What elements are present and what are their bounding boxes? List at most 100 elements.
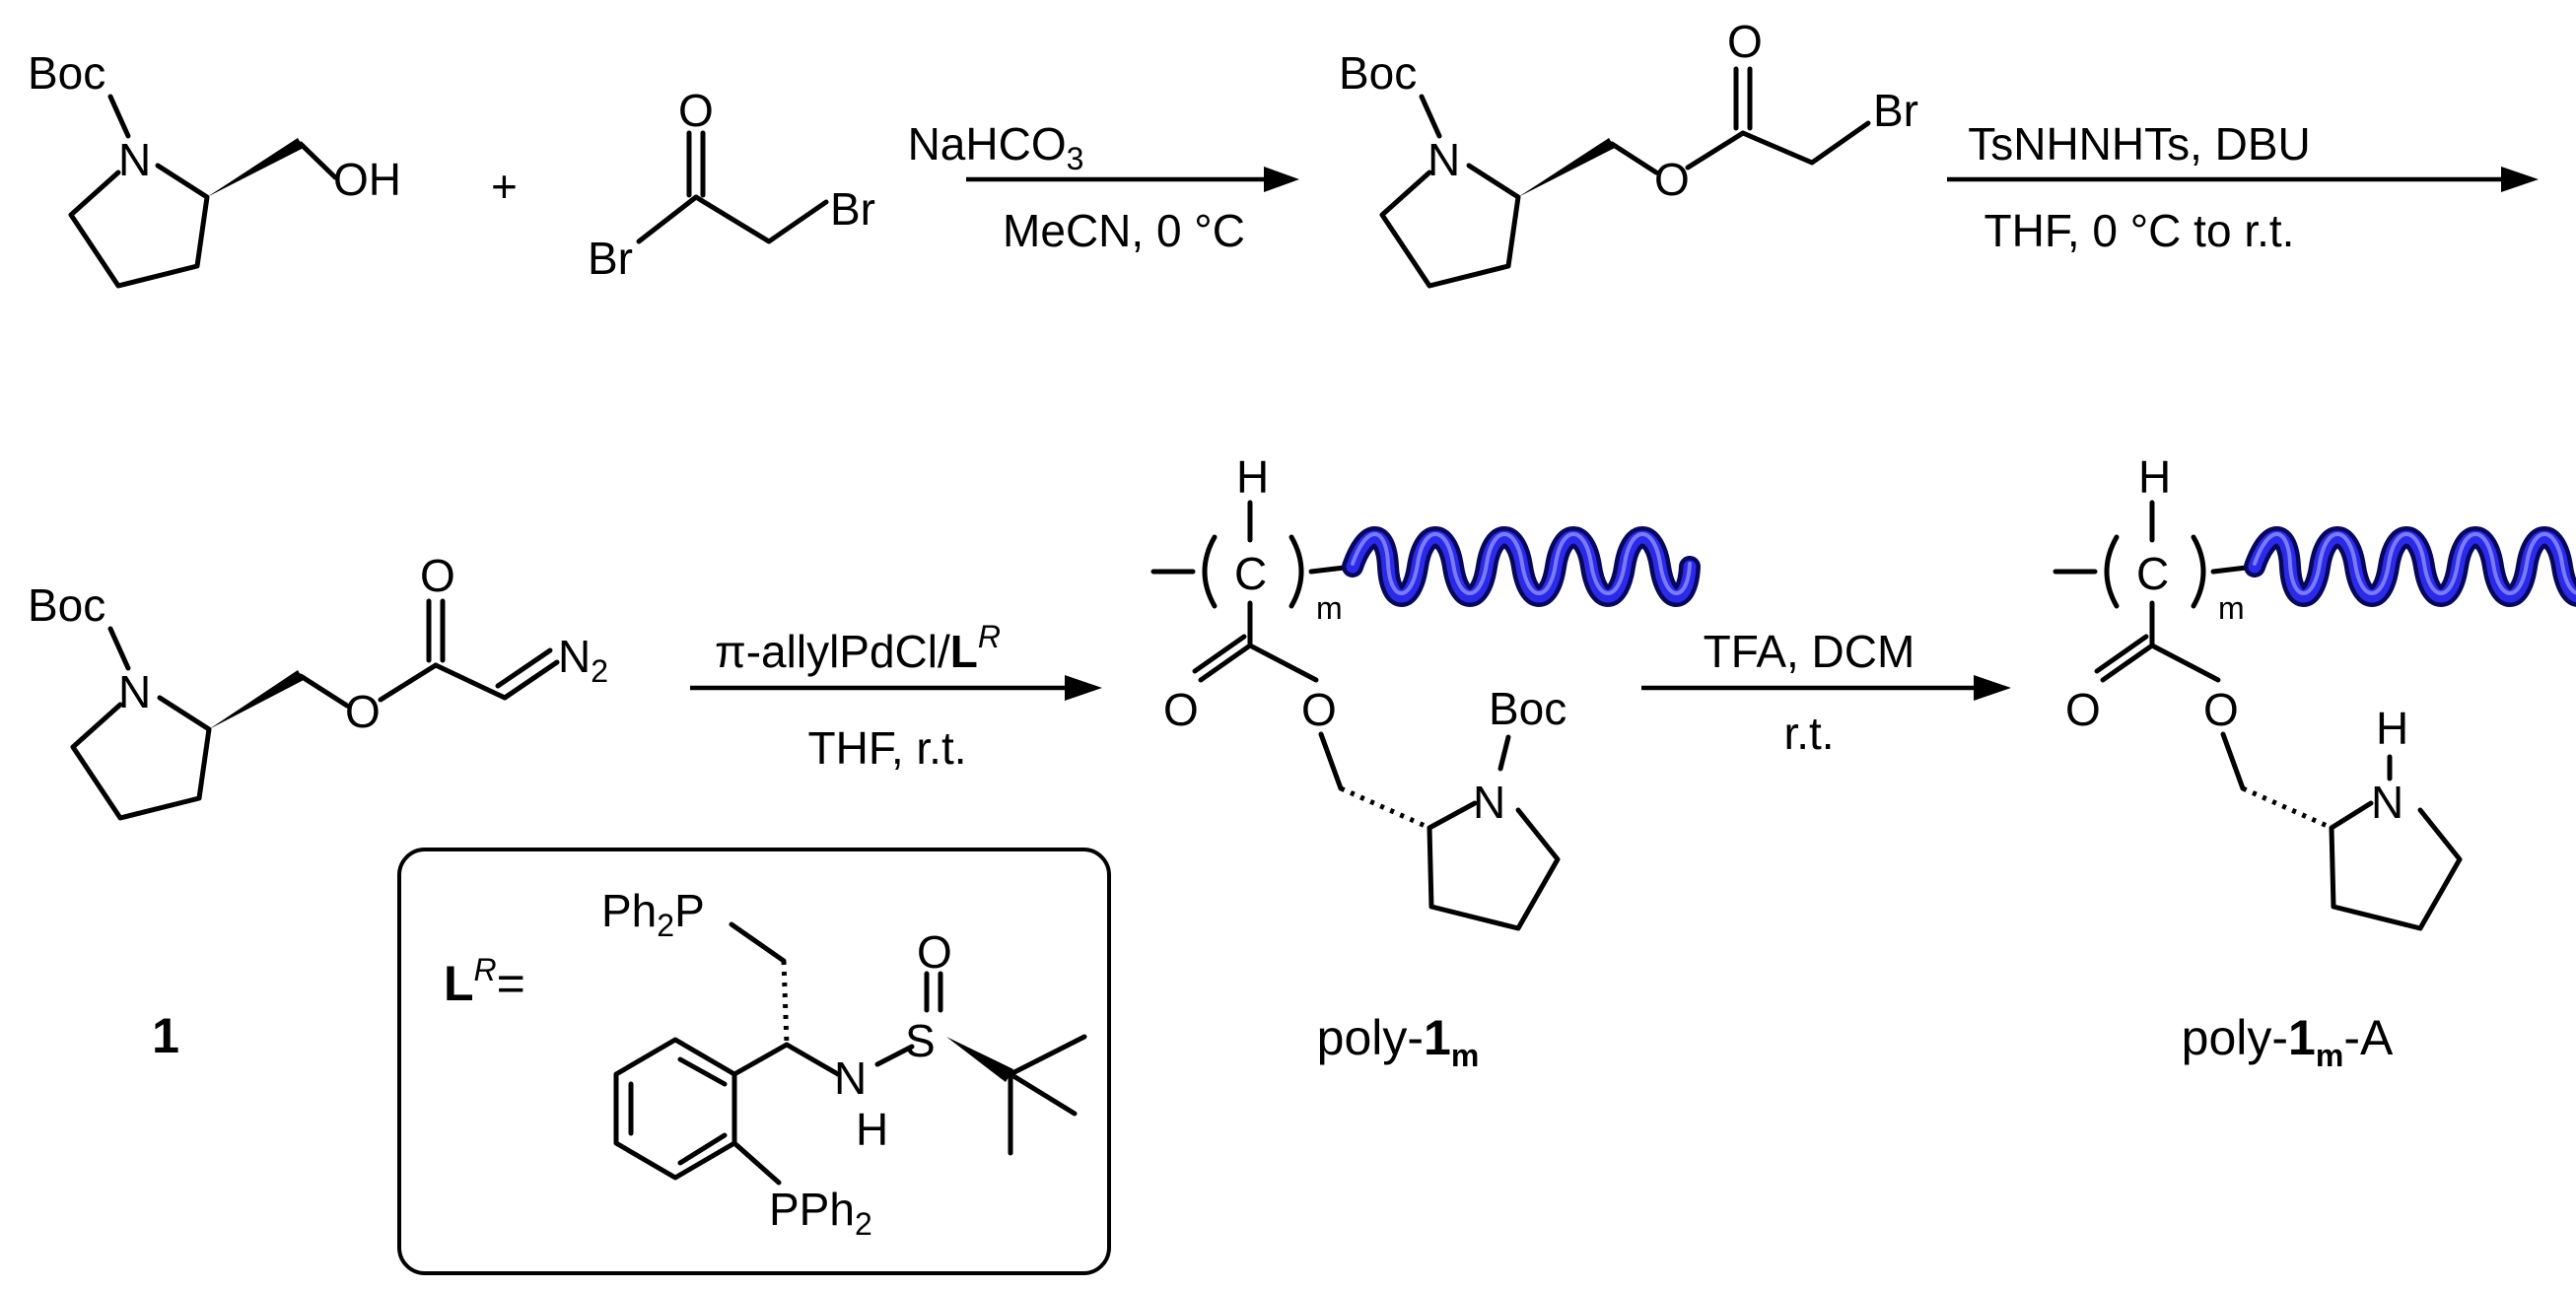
step4-reagent: TFA, DCM [1704, 626, 1915, 677]
s-tbu-wedge [946, 1037, 1013, 1082]
ring-p-bond [731, 1140, 782, 1186]
nitrogen-label: N [1427, 134, 1460, 185]
ligand-label: LR= [444, 952, 525, 1011]
o-ch2-bond [2220, 731, 2246, 791]
p-ch2-bond [729, 921, 787, 964]
bracket-left [1202, 534, 1218, 609]
pyrrolidine-ring [70, 695, 212, 821]
ligand-frame [397, 848, 1111, 1275]
step1-conditions: MeCN, 0 °C [1003, 205, 1245, 256]
pyrrolidine-ring [1379, 163, 1521, 289]
h-label: H [2138, 451, 2171, 503]
c-label: C [1234, 548, 1267, 599]
c-ch-bond [433, 662, 508, 701]
polymer-poly-1m: H C m O O N Boc [1150, 451, 1701, 931]
ch2-o-bond [298, 141, 338, 180]
boc-n-bond [1419, 94, 1442, 139]
arrow-step-4: TFA, DCM r.t. [1641, 626, 2011, 759]
c-o-double-bond [2094, 634, 2155, 683]
nh-h-label: H [2376, 703, 2408, 754]
step4-arrowhead [1974, 675, 2011, 701]
tert-butyl-bonds [1008, 1034, 1087, 1156]
subscript-m: m [2218, 590, 2245, 626]
step2-reagent: TsNHNHTs, DBU [1968, 118, 2311, 170]
boc-label: Boc [1339, 47, 1417, 99]
ch2-o-bond [298, 673, 350, 709]
sulfinyl-o-label: O [917, 926, 952, 978]
step1-reagent: NaHCO3 [908, 118, 1084, 176]
pyrrolidine-ring [2329, 800, 2463, 931]
nh-h-label: H [856, 1104, 888, 1155]
step1-arrowhead [1264, 167, 1299, 192]
o-c-bond [378, 662, 439, 703]
hashed-bond [2241, 785, 2333, 831]
step2-arrowhead [2501, 167, 2539, 192]
c-label: C [2136, 548, 2169, 599]
step3-conditions: THF, r.t. [808, 722, 967, 774]
benzene-inner-bonds [628, 1056, 728, 1166]
step3-catalyst: π-allylPdCl/LR [715, 619, 1001, 677]
hydroxyl-label: OH [333, 154, 401, 205]
carbonyl-o-label: O [678, 85, 714, 136]
diazo-compound-1: Boc N O O N2 [28, 550, 608, 821]
c-o-single-bond [1247, 643, 1319, 683]
ester-o-label: O [345, 686, 381, 737]
c-ch2-br-bond [1740, 120, 1871, 166]
h-label: H [1236, 451, 1269, 503]
br-label: Br [1873, 85, 1918, 136]
n2-label: N2 [558, 631, 608, 689]
boc-n-bond [107, 94, 131, 139]
hashed-bond [1339, 785, 1431, 831]
step2-conditions: THF, 0 °C to r.t. [1984, 205, 2295, 256]
s-o-double-bond [924, 971, 943, 1013]
carbonyl-o-label: O [1727, 16, 1763, 67]
nitrogen-label: N [118, 134, 151, 185]
carbonyl-o-label: O [1163, 684, 1199, 735]
pyrrolidine-ring [1427, 800, 1561, 931]
boc-label: Boc [28, 579, 105, 631]
bracket-left [2104, 534, 2120, 609]
plus-sign: + [491, 161, 518, 212]
boc-prolinol: Boc N OH [28, 47, 401, 289]
bromoacetyl-bromide: O Br Br [588, 85, 875, 284]
benzene-ring [613, 1037, 790, 1181]
c-o-double-bond [1192, 634, 1253, 683]
polymer-poly-1m-a: H C m O O N H [2053, 451, 2576, 931]
o-c-bond [1685, 130, 1746, 170]
acyl-br-label: Br [588, 233, 633, 284]
wedge-bond [207, 138, 304, 197]
c-ch2-br-bond [693, 194, 829, 244]
ch-n-bond [784, 1042, 841, 1077]
bracket-right [2191, 534, 2206, 609]
boc-label: Boc [28, 47, 105, 99]
hashed-bond [781, 960, 790, 1046]
bracket-right [1288, 534, 1304, 609]
compound-1-label: 1 [152, 1008, 179, 1063]
ligand-box: LR= Ph2P N H S O PPh2 [397, 848, 1111, 1275]
helix-icon [1342, 526, 1701, 607]
c-o-double-bond [426, 598, 446, 663]
step4-conditions: r.t. [1783, 708, 1834, 759]
step3-arrowhead [1065, 675, 1102, 701]
carbonyl-o-label: O [420, 550, 455, 601]
ch2-o-bond [1609, 141, 1659, 175]
wedge-bond [209, 670, 304, 729]
c-o-double-bond [1733, 66, 1753, 131]
arrow-step-3: π-allylPdCl/LR THF, r.t. [690, 619, 1102, 774]
boc-label: Boc [1489, 683, 1566, 734]
arrow-step-1: NaHCO3 MeCN, 0 °C [908, 118, 1299, 256]
alkyl-br-label: Br [830, 183, 875, 235]
c-o-single-bond [2149, 643, 2221, 683]
ester-o-label: O [2203, 684, 2239, 735]
nitrogen-label: N [2371, 777, 2403, 828]
boc-n-bond [107, 626, 131, 671]
nitrogen-label: N [1473, 777, 1505, 828]
bromoacetate-ester: Boc N O O Br [1339, 16, 1918, 289]
ester-o-label: O [1654, 154, 1690, 205]
ester-o-label: O [1301, 684, 1337, 735]
arrow-step-2: TsNHNHTs, DBU THF, 0 °C to r.t. [1947, 118, 2539, 256]
nitrogen-label: N [118, 666, 151, 717]
n-boc-bond [1497, 734, 1511, 772]
wedge-bond [1518, 138, 1615, 197]
